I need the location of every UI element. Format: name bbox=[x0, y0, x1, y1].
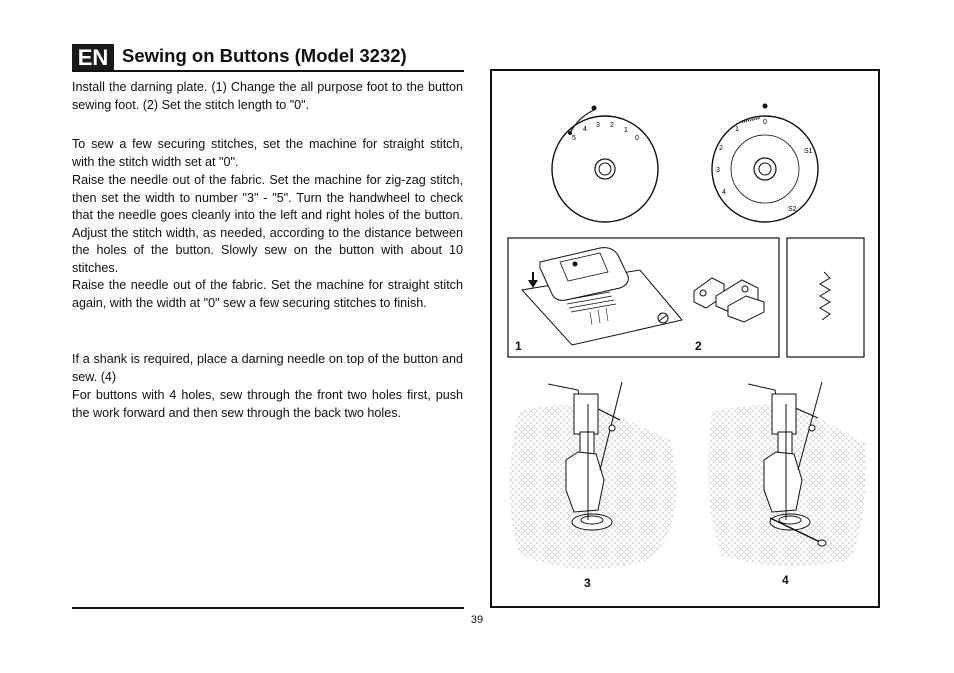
stitch-width-dial: 0 1 2 3 4 S1 S2 bbox=[711, 103, 819, 223]
paragraph-shank: If a shank is required, place a darning … bbox=[72, 352, 463, 384]
dial-right-num-2: 2 bbox=[719, 145, 723, 152]
shank-button-illustration bbox=[707, 381, 867, 567]
paragraph-four-holes: For buttons with 4 holes, sew through th… bbox=[72, 388, 463, 420]
dial-right-num-4: 4 bbox=[722, 189, 726, 196]
dial-right-num-s1: S1 bbox=[804, 148, 813, 155]
figure-label-2: 2 bbox=[695, 339, 702, 353]
dial-right-num-0: 0 bbox=[763, 119, 767, 126]
dial-right-num-s2: S2 bbox=[788, 206, 797, 213]
paragraph-securing-stitches: To sew a few securing stitches, set the … bbox=[72, 137, 463, 169]
button-foot-illustration bbox=[693, 277, 765, 323]
paragraph-install: Install the darning plate. (1) Change th… bbox=[72, 80, 463, 112]
paragraph-zigzag: Raise the needle out of the fabric. Set … bbox=[72, 173, 463, 275]
dial-left-num-5: 5 bbox=[572, 135, 576, 142]
stitch-length-dial: 5 4 3 2 1 0 bbox=[551, 105, 659, 223]
dial-left-num-2: 2 bbox=[610, 122, 614, 129]
figure-label-3: 3 bbox=[584, 576, 591, 590]
figure-label-4: 4 bbox=[782, 573, 789, 587]
title-underline bbox=[72, 70, 464, 72]
sewing-button-illustration bbox=[509, 381, 677, 569]
footer-rule bbox=[72, 607, 464, 609]
language-badge: EN bbox=[72, 44, 114, 71]
illustration-frame bbox=[490, 69, 880, 608]
dial-right-num-1: 1 bbox=[735, 126, 739, 133]
page-number: 39 bbox=[470, 614, 484, 626]
page-title: Sewing on Buttons (Model 3232) bbox=[122, 45, 407, 66]
dial-left-num-0: 0 bbox=[635, 135, 639, 142]
paragraph-finish: Raise the needle out of the fabric. Set … bbox=[72, 278, 463, 310]
dial-left-num-4: 4 bbox=[583, 126, 587, 133]
zigzag-stitch-illustration bbox=[819, 271, 831, 321]
dial-right-num-3: 3 bbox=[716, 167, 720, 174]
dial-left-num-3: 3 bbox=[596, 122, 600, 129]
figure-label-1: 1 bbox=[515, 339, 522, 353]
dial-left-num-1: 1 bbox=[624, 127, 628, 134]
darning-plate-illustration bbox=[521, 247, 683, 346]
panel-zigzag-stitch bbox=[786, 237, 865, 358]
